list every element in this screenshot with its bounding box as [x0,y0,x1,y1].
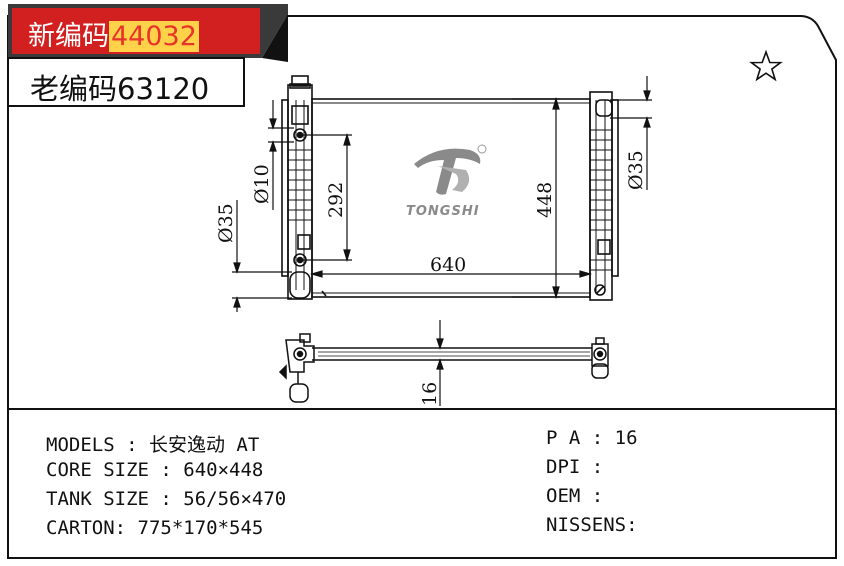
new-code-label: 新编码44032 [28,14,199,53]
spec-models: MODELS : 长安逸动 AT [46,434,260,456]
brand-name: TONGSHI [406,204,480,219]
new-code-badge-fold [262,14,288,62]
dimension-lines [232,76,652,406]
right-inlet [595,99,613,117]
left-outlet [289,271,311,299]
spec-carton: CARTON: 775*170*545 [46,517,264,539]
dim-offset-label: 292 [325,182,347,218]
star-outline-icon[interactable] [749,49,783,82]
spec-core-size: CORE SIZE : 640×448 [46,459,264,481]
dim-height-label: 448 [534,182,556,218]
spec-dpi: DPI : [546,456,604,478]
new-code-number: 44032 [109,21,199,52]
dim-pipe-left-label: Ø35 [215,203,237,243]
old-code-label: 老编码63120 [30,72,210,106]
tank-fins [288,129,612,271]
dim-thickness-label: 16 [419,382,441,406]
spec-pa: P A : 16 [546,427,638,449]
new-code-prefix: 新编码 [28,21,109,52]
dim-pipe-right-label: Ø35 [625,150,647,190]
tongshi-logo-icon: TONGSHI [406,144,487,219]
dim-width-label: 640 [430,254,466,276]
radiator-side-view [278,333,609,403]
spec-nissens: NISSENS: [546,514,638,536]
spec-tank-size: TANK SIZE : 56/56×470 [46,488,287,510]
spec-oem: OEM : [546,485,604,507]
old-code-box [7,57,245,107]
sheet-frame [7,15,837,559]
dim-small-pipe-label: Ø10 [251,164,273,204]
